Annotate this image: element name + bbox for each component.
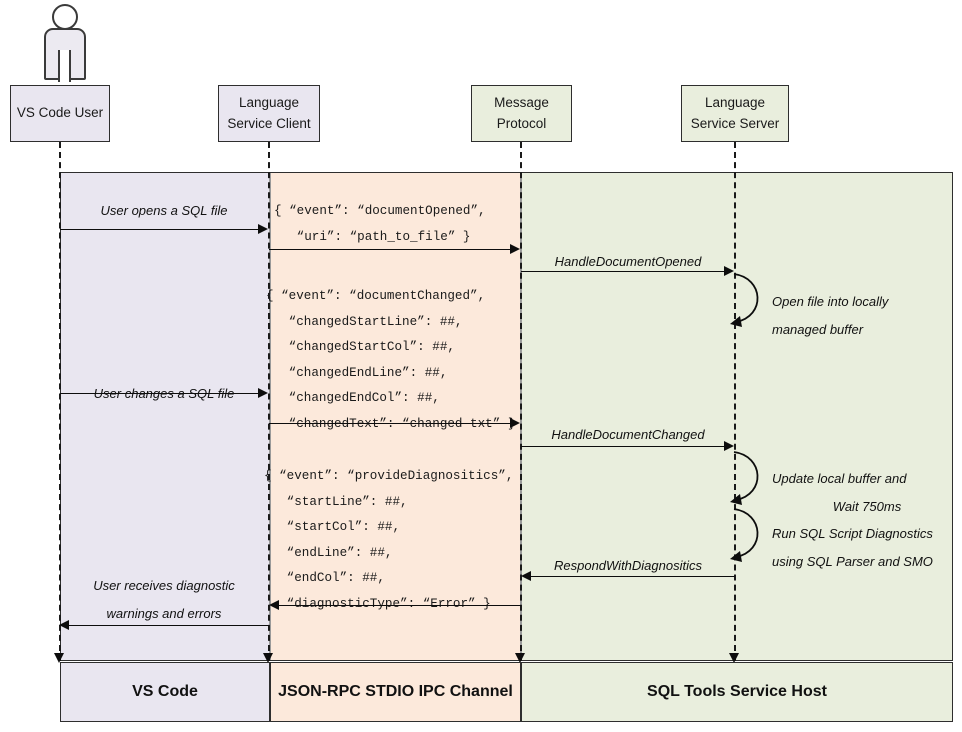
message-arrow-document-changed-to-protocol (269, 423, 512, 424)
message-label-respond-with-diagnositics: RespondWithDiagnositics (553, 558, 702, 573)
payload-document-changed: { “event”: “documentChanged”, “changedSt… (266, 289, 516, 431)
arrowhead-left (269, 600, 279, 610)
self-message-label-update-buffer-line2: Wait 750ms (832, 499, 902, 514)
message-label-handle-document-changed: HandleDocumentChanged (551, 427, 705, 442)
self-message-arc-open-file (730, 273, 759, 327)
message-arrow-diagnostics-to-client (279, 605, 521, 606)
payload-document-opened: { “event”: “documentOpened”, “uri”: “pat… (274, 204, 486, 244)
arrowhead-down (263, 653, 273, 663)
arrowhead-right (510, 244, 520, 254)
arrowhead-down (729, 653, 739, 663)
footer-label: JSON-RPC STDIO IPC Channel (278, 683, 513, 700)
message-arrow-user-changes-sql-file (60, 393, 260, 394)
arrowhead-right (258, 224, 268, 234)
arrowhead-right (510, 418, 520, 428)
participant-language-service-server[interactable]: Language Service Server (681, 85, 789, 142)
arrowhead-left (521, 571, 531, 581)
message-label-user-receives-diagnostics-line1: User receives diagnostic (93, 578, 235, 593)
self-message-label-open-file-line2: managed buffer (772, 322, 864, 337)
actor-legs (58, 50, 71, 82)
message-label-handle-document-opened: HandleDocumentOpened (554, 254, 702, 269)
message-label-user-opens-sql-file: User opens a SQL file (100, 203, 228, 218)
message-arrow-user-opens-sql-file (60, 229, 260, 230)
participant-vs-code-user[interactable]: VS Code User (10, 85, 110, 142)
self-message-arc-update-buffer (730, 451, 759, 505)
participant-label-line2: Protocol (496, 115, 547, 131)
self-message-arc-run-diagnostics (730, 508, 759, 562)
footer-ipc-channel[interactable]: JSON-RPC STDIO IPC Channel (270, 662, 521, 722)
participant-language-service-client[interactable]: Language Service Client (218, 85, 320, 142)
self-message-label-run-diagnostics-line1: Run SQL Script Diagnostics (772, 526, 933, 541)
self-message-label-open-file-line1: Open file into locally (772, 294, 889, 309)
participant-label-line1: Language (238, 95, 300, 111)
footer-label: VS Code (132, 683, 198, 700)
self-message-label-run-diagnostics-line2: using SQL Parser and SMO (772, 554, 933, 569)
lifeline-vs-code-user (59, 142, 61, 661)
message-arrow-handle-document-opened (521, 271, 726, 272)
actor-head (52, 4, 78, 30)
participant-label-line1: VS Code User (16, 105, 104, 121)
lifeline-language-service-server (734, 142, 736, 661)
footer-sql-tools-service-host[interactable]: SQL Tools Service Host (521, 662, 953, 722)
footer-label: SQL Tools Service Host (647, 683, 827, 700)
arrowhead-right (258, 388, 268, 398)
message-arrow-user-receives-diagnostics (69, 625, 269, 626)
participant-label-line1: Message (494, 95, 549, 111)
participant-label-line1: Language (704, 95, 766, 111)
lifeline-message-protocol (520, 142, 522, 661)
arrowhead-down (515, 653, 525, 663)
arrowhead-left (59, 620, 69, 630)
service-host-band-region (521, 172, 953, 661)
vs-code-band-region (60, 172, 270, 661)
person-icon (34, 2, 96, 82)
arrowhead-down (54, 653, 64, 663)
payload-provide-diagnositics: { “event”: “provideDiagnositics”, “start… (264, 469, 514, 611)
message-arrow-document-opened-to-protocol (269, 249, 512, 250)
message-arrow-respond-with-diagnositics (531, 576, 735, 577)
message-arrow-handle-document-changed (521, 446, 726, 447)
footer-vs-code[interactable]: VS Code (60, 662, 270, 722)
message-label-user-receives-diagnostics-line2: warnings and errors (106, 606, 222, 621)
self-message-label-update-buffer-line1: Update local buffer and (772, 471, 907, 486)
arrowhead-right (724, 441, 734, 451)
participant-label-line2: Service Client (227, 115, 311, 131)
participant-label-line2: Service Server (690, 115, 780, 131)
lifeline-language-service-client (268, 142, 270, 661)
arrowhead-right (724, 266, 734, 276)
participant-message-protocol[interactable]: Message Protocol (471, 85, 572, 142)
